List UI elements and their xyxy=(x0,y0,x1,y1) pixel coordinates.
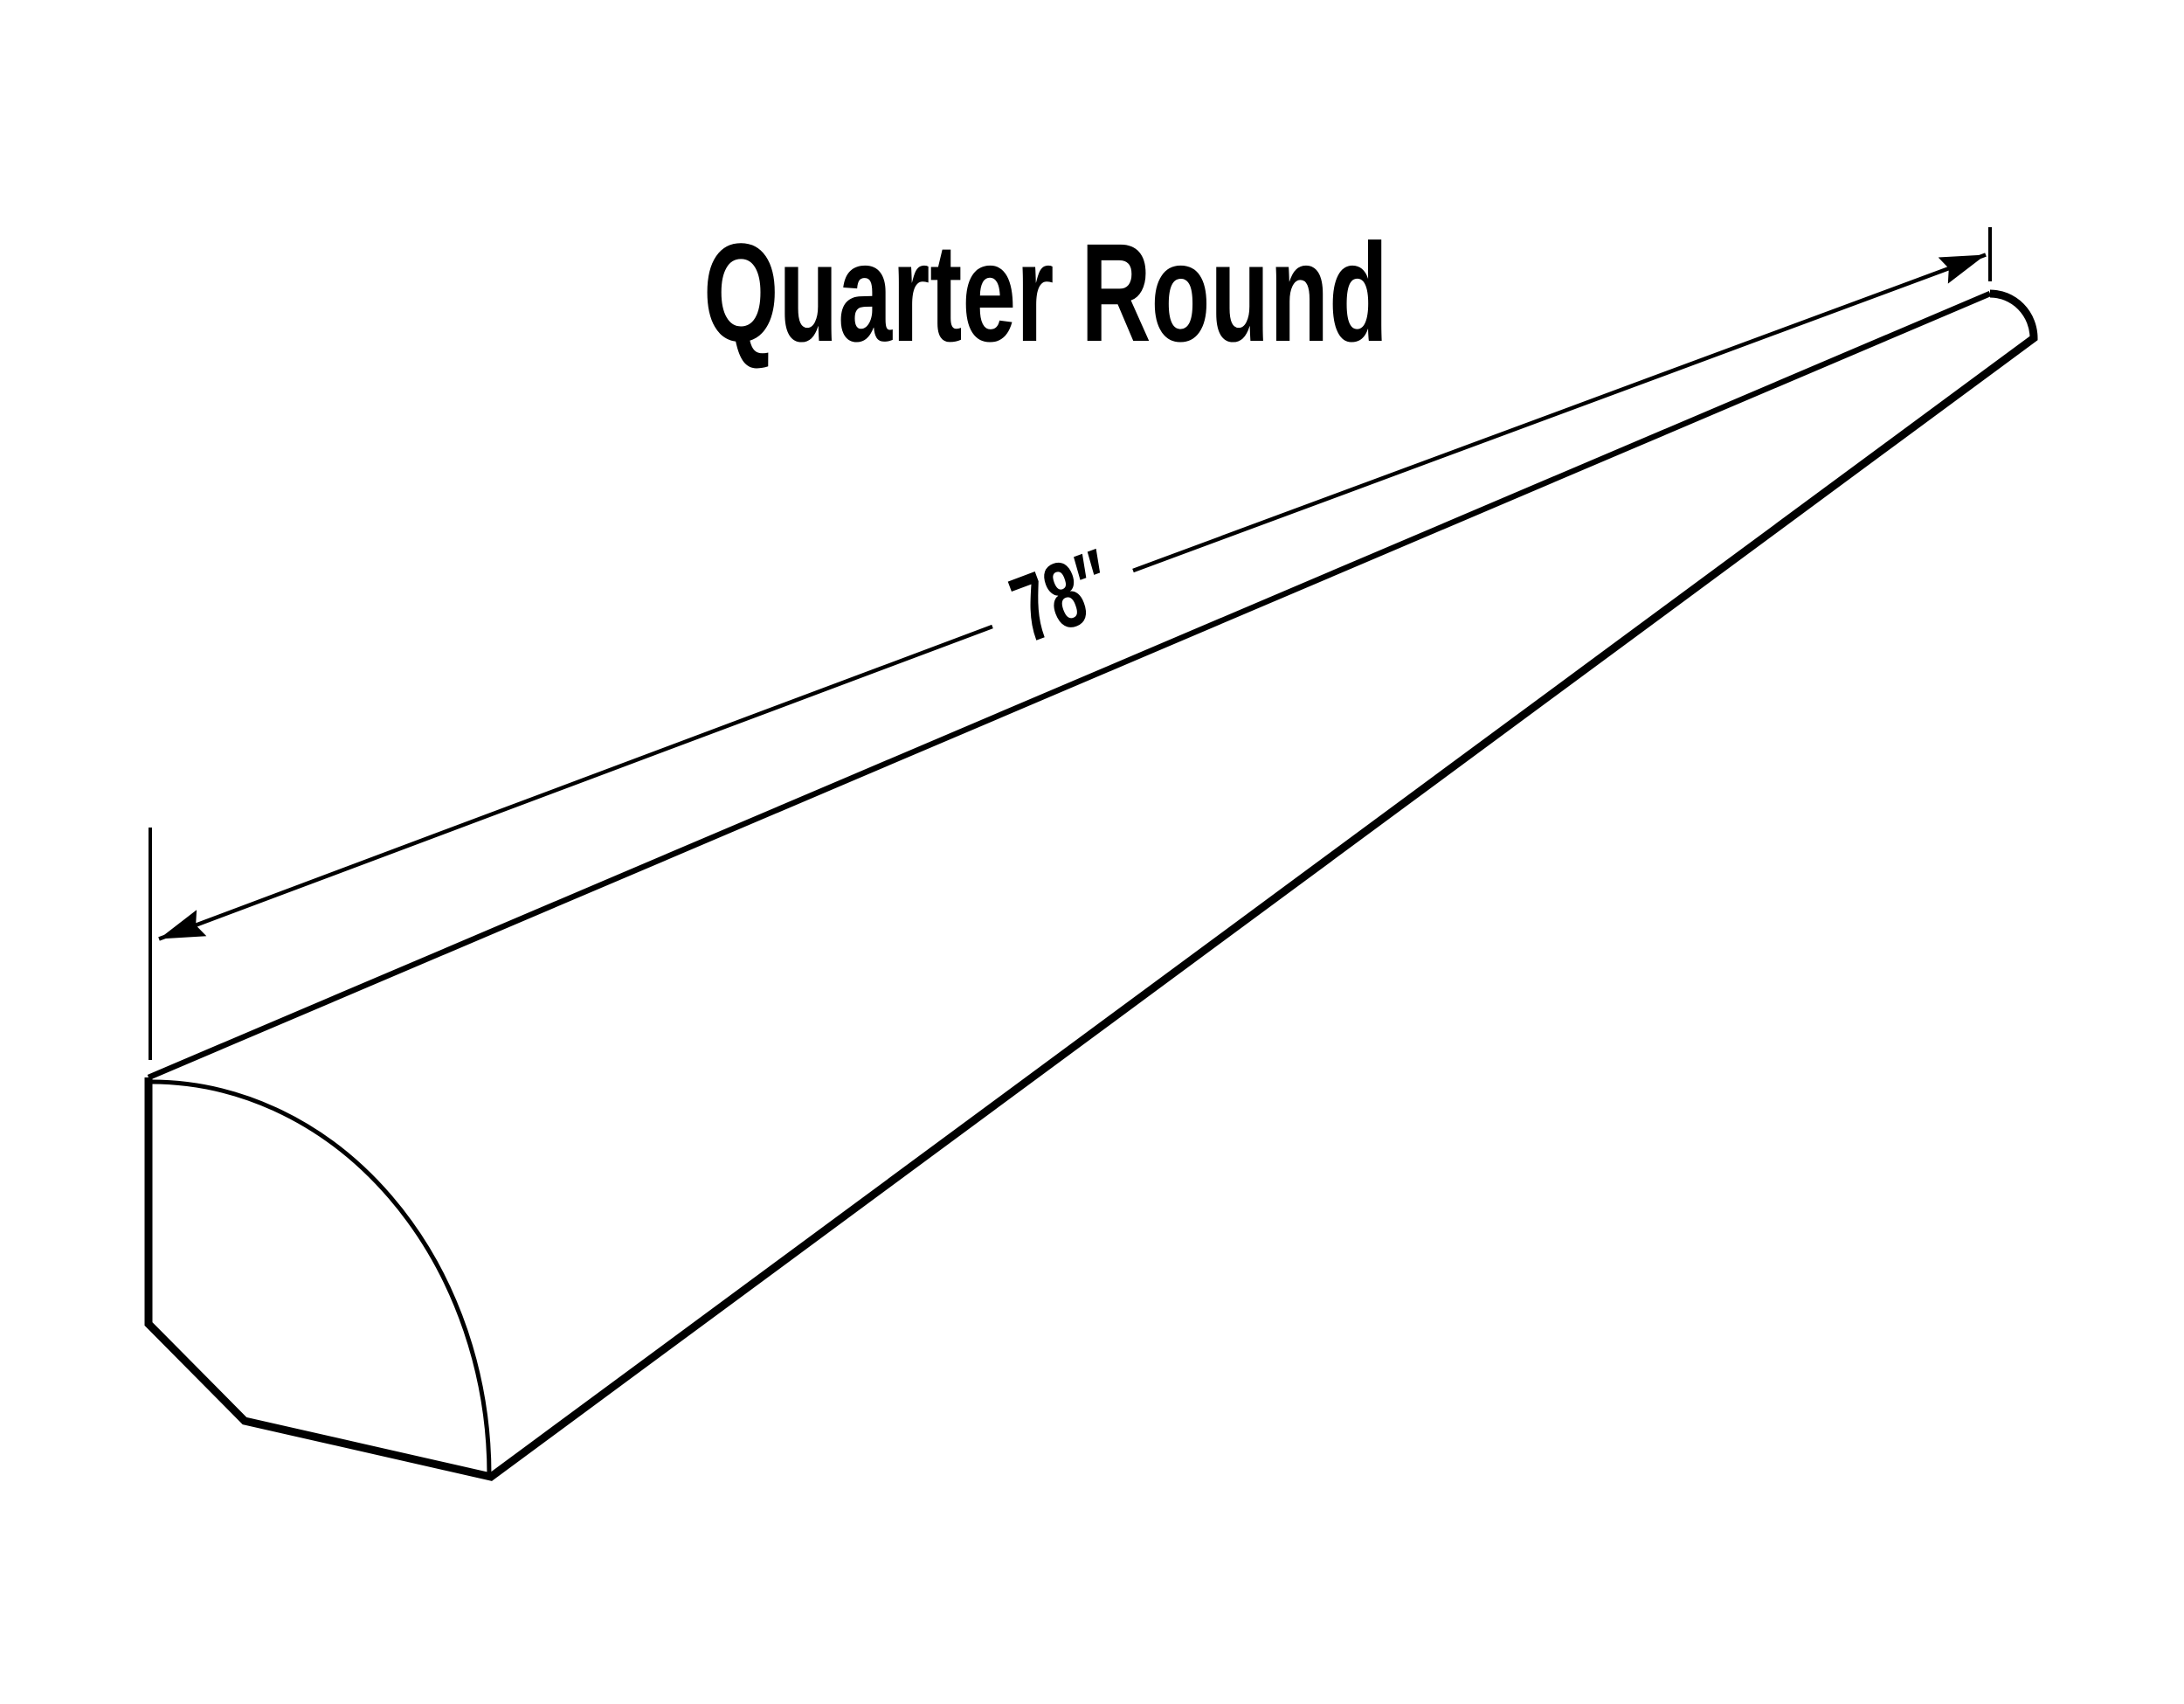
dimension-line-left xyxy=(158,624,993,941)
molding-profile-arc xyxy=(150,1079,492,1476)
molding-top-edge xyxy=(147,291,1992,1080)
dimension-label: 78″ xyxy=(998,529,1126,662)
molding-outline xyxy=(144,289,2038,1481)
page-title: Quarter Round xyxy=(703,216,1388,371)
dimension-line-right xyxy=(1132,253,1987,573)
